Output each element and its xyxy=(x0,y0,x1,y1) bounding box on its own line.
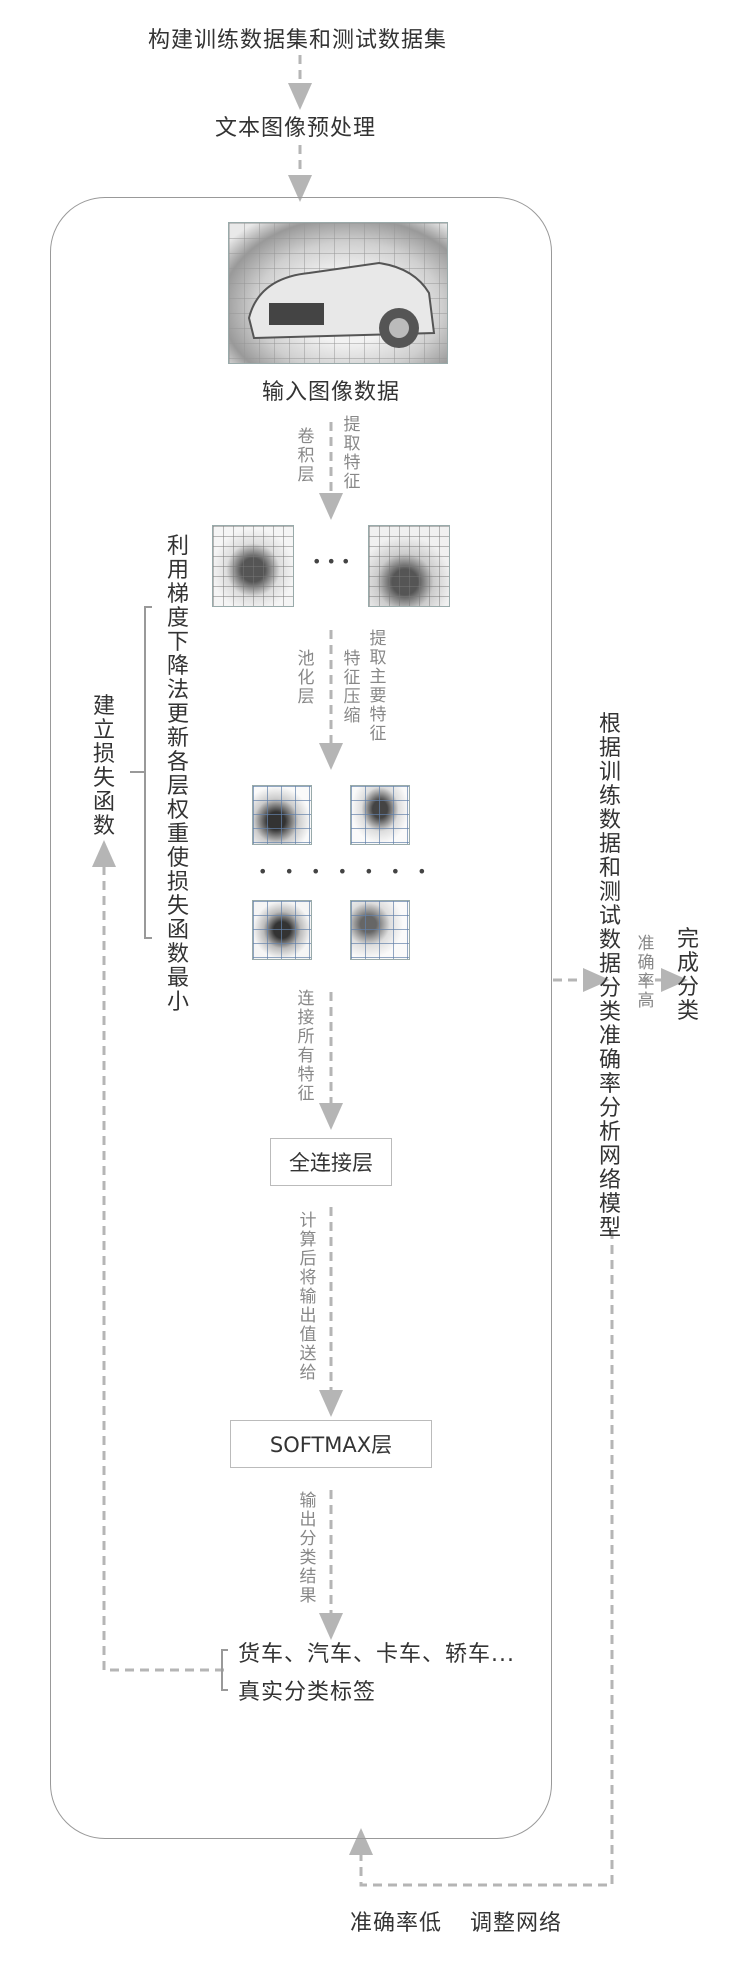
fc-layer-box: 全连接层 xyxy=(270,1138,392,1186)
extract-main-feature-label: 提取主要特征 xyxy=(369,629,387,744)
pool-map-2 xyxy=(350,785,410,845)
pool-layer-label: 池化层 xyxy=(297,649,315,707)
network-frame xyxy=(50,197,552,1839)
high-accuracy-label: 准确率高 xyxy=(637,934,655,1011)
output-bracket xyxy=(221,1649,228,1691)
loss-function-label: 建立损失函数 xyxy=(92,694,115,839)
pool-ellipsis: • • • • • • • xyxy=(258,862,433,881)
low-accuracy-label: 准确率低 xyxy=(350,1911,443,1936)
extract-feature-label: 提取特征 xyxy=(343,415,361,492)
preprocess-label: 文本图像预处理 xyxy=(215,116,377,141)
conv-feature-map-2 xyxy=(368,525,450,607)
arrow-analyze-to-adjust xyxy=(349,1230,614,1887)
classification-done-label: 完成分类 xyxy=(676,927,699,1024)
connect-features-label: 连接所有特征 xyxy=(297,989,315,1104)
car-icon xyxy=(247,261,436,348)
pool-map-3 xyxy=(252,900,312,960)
analyze-model-label: 根据训练数据和测试数据分类准确率分析网络模型 xyxy=(598,712,621,1241)
input-image-label: 输入图像数据 xyxy=(262,380,401,405)
softmax-layer-box: SOFTMAX层 xyxy=(230,1420,432,1468)
gradient-descent-label: 利用梯度下降法更新各层权重使损失函数最小 xyxy=(166,534,189,1015)
output-result-label: 输出分类结果 xyxy=(299,1491,317,1606)
conv-ellipsis: • • • xyxy=(312,552,351,571)
classes-label: 货车、汽车、卡车、轿车... xyxy=(238,1642,515,1667)
conv-layer-label: 卷积层 xyxy=(297,427,315,485)
conv-feature-map-1 xyxy=(212,525,294,607)
build-dataset-label: 构建训练数据集和测试数据集 xyxy=(148,28,448,53)
feature-compress-label: 特征压缩 xyxy=(343,649,361,726)
arrow-labels-to-loss xyxy=(92,840,224,1672)
true-labels-label: 真实分类标签 xyxy=(238,1680,377,1705)
adjust-network-label: 调整网络 xyxy=(470,1911,563,1936)
compute-output-label: 计算后将输出值送给 xyxy=(299,1211,317,1383)
input-car-image xyxy=(228,222,448,364)
pool-map-4 xyxy=(350,900,410,960)
pool-map-1 xyxy=(252,785,312,845)
